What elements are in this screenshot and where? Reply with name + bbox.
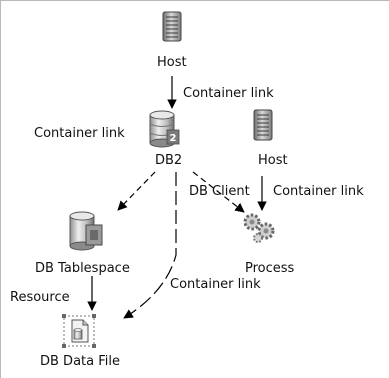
edge-label-host-to-db2: Container link — [183, 86, 274, 101]
process-label: Process — [245, 261, 295, 276]
db-data-file-icon[interactable] — [62, 314, 96, 348]
host-top-server-icon[interactable] — [162, 11, 182, 42]
host-top-label: Host — [157, 55, 187, 70]
db-data-file-label: DB Data File — [40, 354, 120, 369]
db-tablespace-icon[interactable] — [69, 211, 103, 251]
host-right-server-icon[interactable] — [253, 109, 273, 141]
edge-db2-to-process[interactable] — [192, 171, 245, 213]
process-gears-icon[interactable] — [243, 213, 275, 243]
edge-label-host-to-process: Container link — [273, 184, 364, 199]
db2-label: DB2 — [155, 153, 183, 168]
db2-database-icon[interactable] — [149, 110, 180, 148]
edge-label-db2-to-tablespace: Container link — [34, 126, 125, 141]
edge-label-db2-to-process: DB Client — [189, 184, 250, 199]
db-tablespace-label: DB Tablespace — [35, 261, 130, 276]
db2-badge: 2 — [170, 133, 177, 144]
edge-db2-to-datafile[interactable] — [123, 172, 177, 319]
edge-label-db2-to-datafile: Container link — [170, 277, 261, 292]
edge-db2-to-tablespace[interactable] — [117, 171, 156, 211]
edge-label-tablespace-to-datafile: Resource — [10, 290, 70, 305]
host-right-label: Host — [258, 153, 288, 168]
